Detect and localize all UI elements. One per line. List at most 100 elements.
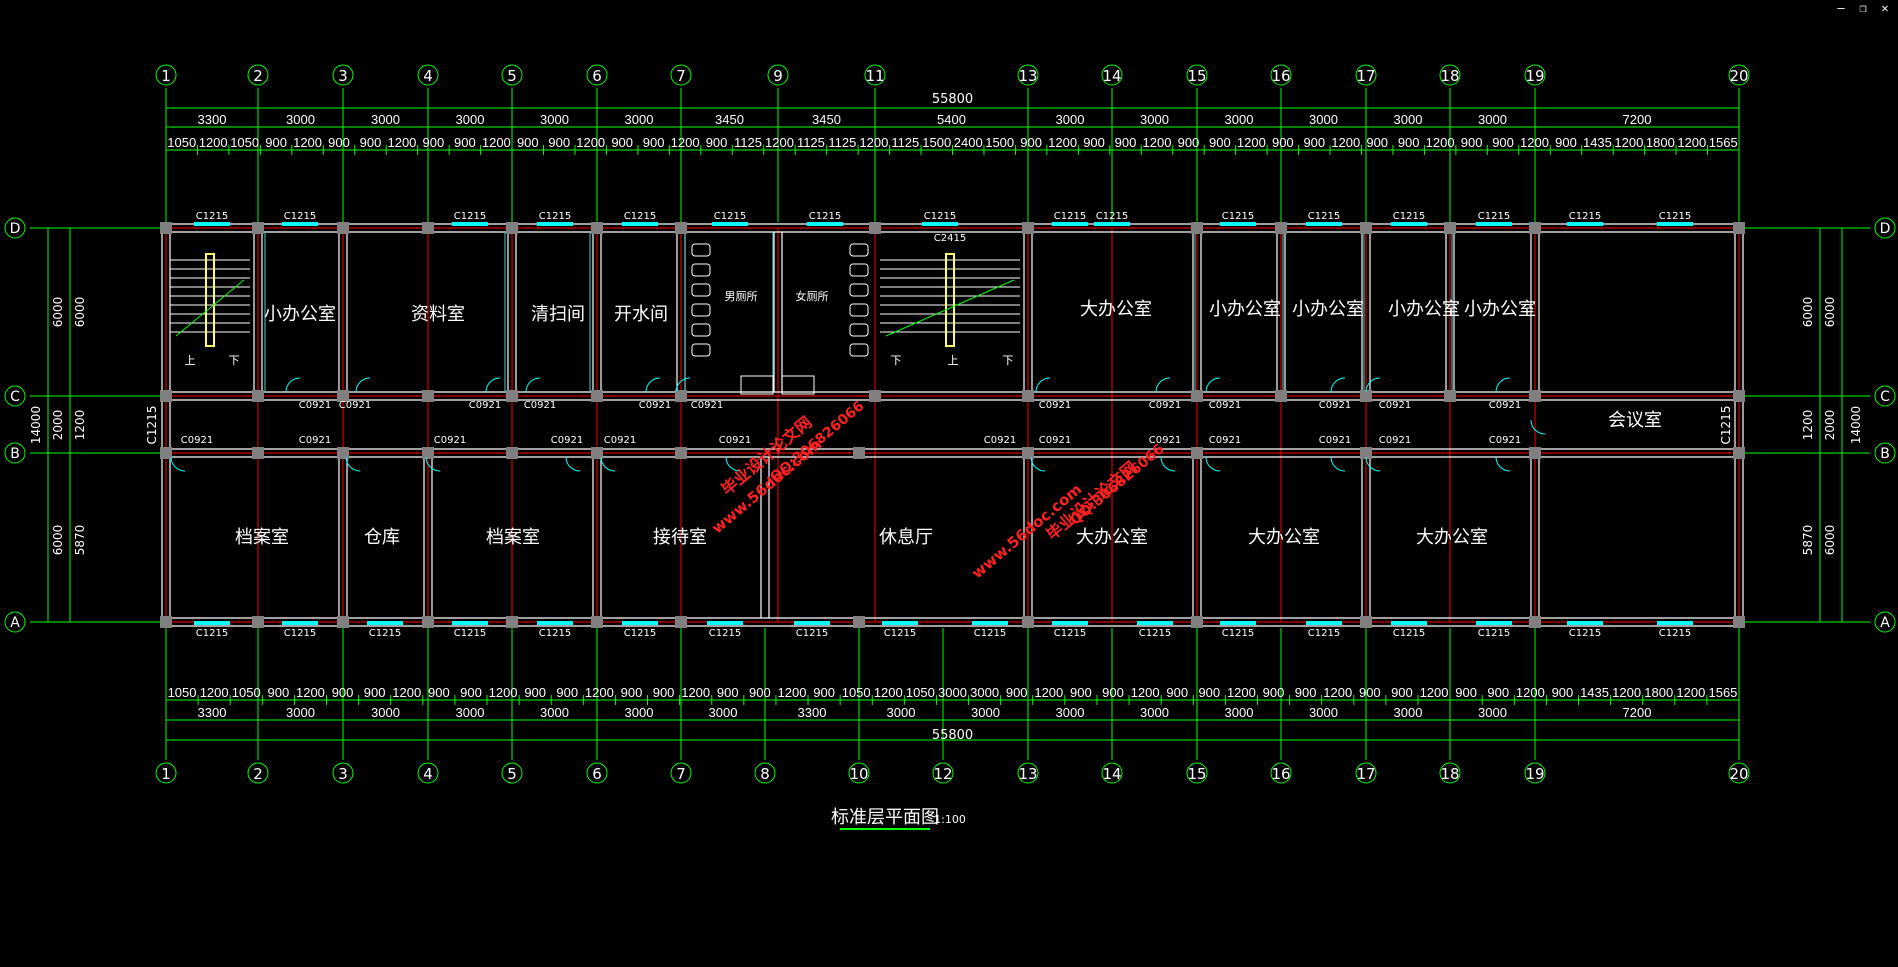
- detail-dim-bottom-text: 900: [1455, 685, 1477, 700]
- door-label: C0921: [719, 435, 751, 446]
- room-top-3: 开水间: [614, 304, 668, 325]
- window-top: [807, 222, 843, 226]
- detail-dim-top-text: 900: [706, 135, 728, 150]
- detail-dim-bottom-text: 1050: [906, 685, 935, 700]
- stair-up-label: 上: [185, 354, 196, 367]
- axis-label-bottom: 10: [849, 765, 868, 783]
- toilet-fixture: [691, 343, 711, 357]
- axis-bubble-top-9: [767, 64, 789, 86]
- row-bubble-left-A: [4, 611, 26, 633]
- room-top-6: 大办公室: [1080, 299, 1152, 320]
- detail-dim-top-text: 1200: [1048, 135, 1077, 150]
- detail-dim-top-text: 1565: [1709, 135, 1738, 150]
- detail-dim-top-text: 1050: [230, 135, 259, 150]
- minimize-button[interactable]: ‒: [1837, 1, 1845, 15]
- window-top: [452, 222, 488, 226]
- room-bottom-5: 大办公室: [1076, 527, 1148, 548]
- window-label-top: C1215: [714, 211, 746, 222]
- axis-bubble-top-6: [586, 64, 608, 86]
- side-dim-left-ba-inner: 5870: [73, 525, 87, 556]
- detail-dim-bottom-text: 1200: [585, 685, 614, 700]
- column: [591, 222, 603, 234]
- detail-dim-bottom-text: 1200: [1323, 685, 1352, 700]
- drawing-title: 标准层平面图: [831, 807, 939, 828]
- detail-dim-top-text: 900: [611, 135, 633, 150]
- axis-label-top: 16: [1271, 67, 1290, 85]
- toilet-fixture: [849, 263, 869, 277]
- axis-bubble-bottom-7: [670, 762, 692, 784]
- window-label-bottom: C1215: [1569, 628, 1601, 639]
- stair-left: [170, 259, 250, 333]
- window-bottom: [282, 621, 318, 625]
- row-bubble-left-B: [4, 442, 26, 464]
- window-top: [922, 222, 958, 226]
- axis-bubble-top-7: [670, 64, 692, 86]
- detail-dim-bottom-text: 900: [621, 685, 643, 700]
- bay-dim-bottom-text: 3300: [798, 705, 827, 720]
- bay-dim-bottom-text: 3000: [1478, 705, 1507, 720]
- side-dim-right-ba: 6000: [1823, 525, 1837, 556]
- toilet-fixture: [849, 343, 869, 357]
- window-bottom: [1306, 621, 1342, 625]
- side-dim-left-overall: 14000: [29, 406, 43, 444]
- detail-dim-bottom-text: 900: [717, 685, 739, 700]
- bay-dim-bottom-text: 3000: [1140, 705, 1169, 720]
- window-top: [1657, 222, 1693, 226]
- door-swing: [1035, 377, 1051, 393]
- bay-dim-bottom-text: 3000: [709, 705, 738, 720]
- axis-label-top: 2: [253, 67, 263, 85]
- door-label: C0921: [181, 435, 213, 446]
- window-label-bottom: C1215: [539, 628, 571, 639]
- column: [252, 616, 264, 628]
- detail-dim-bottom-text: 1435: [1580, 685, 1609, 700]
- column: [252, 390, 264, 402]
- bay-dim-top-text: 3450: [715, 112, 744, 127]
- window-label-top: C1215: [1308, 211, 1340, 222]
- toilet-fixture: [691, 243, 711, 257]
- window-label-bottom: C1215: [884, 628, 916, 639]
- window-top: [194, 222, 230, 226]
- window-bottom: [1391, 621, 1427, 625]
- detail-dim-top-text: 1200: [671, 135, 700, 150]
- column: [869, 222, 881, 234]
- detail-dim-top-text: 2400: [954, 135, 983, 150]
- bay-dim-bottom-text: 3000: [887, 705, 916, 720]
- side-dim-left-small: 1200: [73, 410, 87, 441]
- window-label-top: C1215: [196, 211, 228, 222]
- stair-down-label: 下: [229, 354, 240, 367]
- detail-dim-top-text: 900: [360, 135, 382, 150]
- close-button[interactable]: ✕: [1881, 1, 1889, 15]
- detail-dim-top-text: 900: [1209, 135, 1231, 150]
- bay-dim-bottom-text: 7200: [1623, 705, 1652, 720]
- bay-dim-top-text: 3000: [1056, 112, 1085, 127]
- toilet-fixture: [849, 243, 869, 257]
- axis-label-top: 5: [507, 67, 517, 85]
- column: [1733, 616, 1745, 628]
- restore-button[interactable]: ❐: [1859, 1, 1867, 15]
- window-label-left: C1215: [145, 406, 159, 445]
- column: [422, 222, 434, 234]
- detail-dim-bottom-text: 1200: [1227, 685, 1256, 700]
- side-dim-left-dc-2: 6000: [73, 297, 87, 328]
- room-bottom-4: 休息厅: [879, 527, 933, 548]
- window-label-bottom: C1215: [974, 628, 1006, 639]
- window-label-right: C1215: [1719, 406, 1733, 445]
- column: [1191, 447, 1203, 459]
- bay-dim-top-text: 3000: [1309, 112, 1338, 127]
- axis-bubble-bottom-6: [586, 762, 608, 784]
- column: [1529, 390, 1541, 402]
- window-label-top: C1215: [1054, 211, 1086, 222]
- detail-dim-bottom-text: 1200: [200, 685, 229, 700]
- bay-dim-top-text: 3000: [540, 112, 569, 127]
- door-label: C0921: [984, 435, 1016, 446]
- walls: [161, 223, 1744, 627]
- window-label-bottom: C1215: [1222, 628, 1254, 639]
- room-bottom-0: 档案室: [235, 527, 289, 548]
- detail-dim-top-text: 1200: [1520, 135, 1549, 150]
- axis-label-bottom: 15: [1187, 765, 1206, 783]
- axis-bubble-bottom-1: [155, 762, 177, 784]
- axis-label-top: 11: [865, 67, 884, 85]
- stair-down-label-3: 下: [1003, 354, 1014, 367]
